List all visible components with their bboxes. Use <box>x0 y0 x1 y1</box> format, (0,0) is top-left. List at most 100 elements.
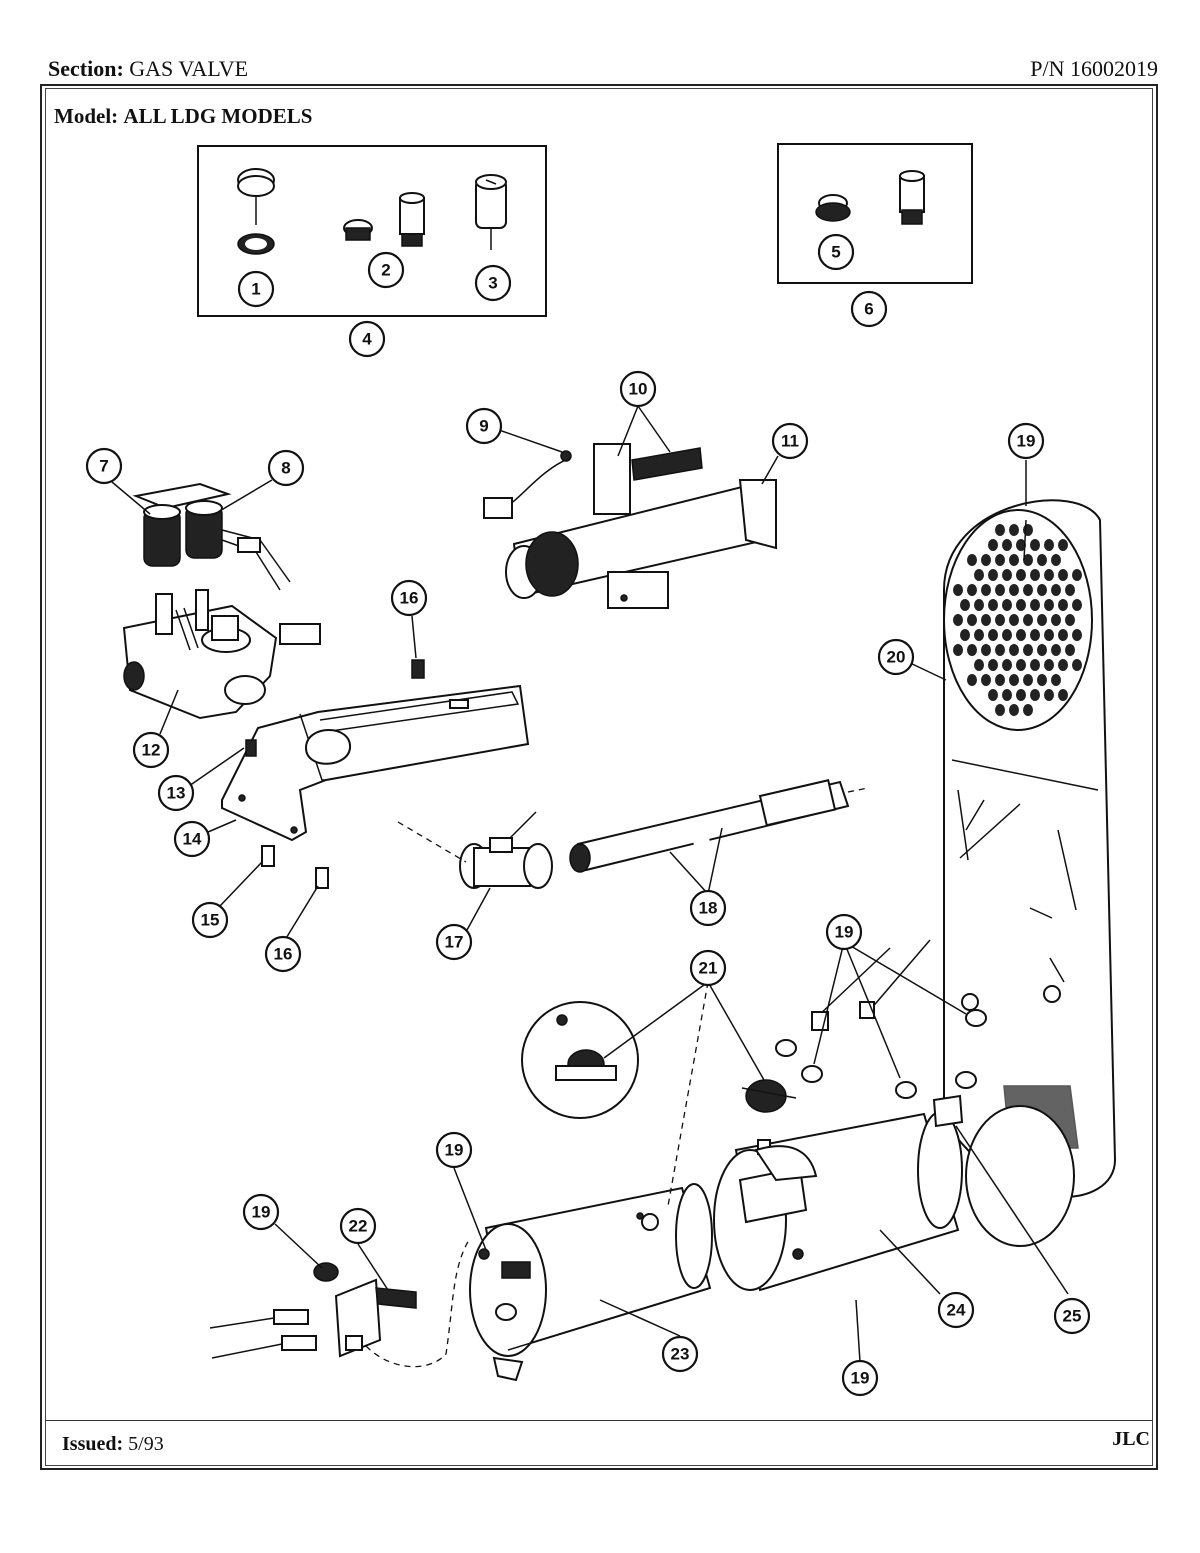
perforation-hole <box>1002 659 1012 671</box>
perforation-hole <box>1023 644 1033 656</box>
flame-sensor <box>741 1039 823 1113</box>
flame-sensor-inset <box>521 1001 639 1119</box>
perforation-hole <box>1016 689 1026 701</box>
perforation-hole <box>995 644 1005 656</box>
footer-divider <box>45 1420 1153 1421</box>
perforation-hole <box>981 554 991 566</box>
perforation-hole <box>1002 599 1012 611</box>
perforation-hole <box>960 629 970 641</box>
perforation-hole <box>981 584 991 596</box>
perforation-hole <box>1037 614 1047 626</box>
perforation-hole <box>1037 674 1047 686</box>
perforation-hole <box>974 569 984 581</box>
svg-text:19: 19 <box>252 1203 271 1222</box>
perforation-hole <box>1023 524 1033 536</box>
perforation-hole <box>988 689 998 701</box>
svg-text:17: 17 <box>445 933 464 952</box>
perforation-hole <box>1016 539 1026 551</box>
perforation-hole <box>1044 689 1054 701</box>
perforation-hole <box>1030 659 1040 671</box>
perforation-hole <box>988 659 998 671</box>
perforation-hole <box>981 644 991 656</box>
model-heading: Model: ALL LDG MODELS <box>54 104 312 129</box>
perforation-hole <box>1030 539 1040 551</box>
svg-text:22: 22 <box>349 1217 368 1236</box>
perforation-hole <box>953 644 963 656</box>
perforation-hole <box>1002 569 1012 581</box>
perforation-hole <box>1058 539 1068 551</box>
heat-shield-perforations <box>953 524 1082 716</box>
perforation-hole <box>1058 659 1068 671</box>
perforation-hole <box>1023 584 1033 596</box>
section-label: Section: <box>48 56 124 81</box>
perforation-hole <box>1016 629 1026 641</box>
perforation-hole <box>1065 614 1075 626</box>
kit-6-box <box>777 143 973 284</box>
svg-text:15: 15 <box>201 911 220 930</box>
callout-13: 13 <box>157 774 195 812</box>
issued-date: Issued: 5/93 <box>62 1433 164 1456</box>
perforation-hole <box>995 674 1005 686</box>
perforation-hole <box>995 584 1005 596</box>
perforation-hole <box>1072 659 1082 671</box>
issued-value: 5/93 <box>128 1433 164 1455</box>
perforation-hole <box>981 674 991 686</box>
svg-text:19: 19 <box>851 1369 870 1388</box>
part-number: P/N 16002019 <box>1030 56 1158 81</box>
callout-17: 17 <box>435 923 473 961</box>
perforation-hole <box>1065 644 1075 656</box>
callout-24: 24 <box>937 1291 975 1329</box>
callout-15: 15 <box>191 901 229 939</box>
perforation-hole <box>1065 584 1075 596</box>
svg-text:7: 7 <box>99 457 108 476</box>
perforation-hole <box>1009 644 1019 656</box>
svg-text:3: 3 <box>488 274 497 293</box>
perforation-hole <box>1058 599 1068 611</box>
callout-12: 12 <box>132 731 170 769</box>
perforation-hole <box>1037 554 1047 566</box>
perforation-hole <box>967 554 977 566</box>
gas-burner-tube <box>569 779 869 873</box>
callout-25: 25 <box>1053 1297 1091 1335</box>
callout-10: 10 <box>619 370 657 408</box>
perforation-hole <box>995 614 1005 626</box>
gas-valve-body <box>122 589 321 720</box>
perforation-hole <box>1009 704 1019 716</box>
perforation-hole <box>974 659 984 671</box>
perforation-hole <box>988 569 998 581</box>
callout-1: 1 <box>237 270 275 308</box>
model-label: Model: <box>54 104 119 128</box>
perforation-hole <box>974 629 984 641</box>
perforation-hole <box>1044 599 1054 611</box>
perforation-hole <box>1023 614 1033 626</box>
perforation-hole <box>953 614 963 626</box>
callout-20: 20 <box>877 638 915 676</box>
svg-text:13: 13 <box>167 784 186 803</box>
perforation-hole <box>1002 689 1012 701</box>
leader-lines <box>111 405 1069 1363</box>
callout-9: 9 <box>465 407 503 445</box>
perforation-hole <box>1044 629 1054 641</box>
perforation-hole <box>988 629 998 641</box>
svg-text:8: 8 <box>281 459 290 478</box>
perforation-hole <box>981 614 991 626</box>
mounting-screws <box>261 659 425 889</box>
svg-text:6: 6 <box>864 300 873 319</box>
perforation-hole <box>1030 629 1040 641</box>
svg-text:4: 4 <box>362 330 372 349</box>
svg-text:16: 16 <box>274 945 293 964</box>
perforation-hole <box>1030 689 1040 701</box>
perforation-hole <box>1023 704 1033 716</box>
section-value: GAS VALVE <box>129 56 249 81</box>
callout-19-chamber: 19 <box>435 1131 473 1169</box>
perforation-hole <box>967 644 977 656</box>
perforation-hole <box>1016 569 1026 581</box>
burner-tube-flange <box>932 1094 1075 1247</box>
perforation-hole <box>953 584 963 596</box>
callout-11: 11 <box>771 422 809 460</box>
svg-text:2: 2 <box>381 261 390 280</box>
svg-text:16: 16 <box>400 589 419 608</box>
perforation-hole <box>1051 584 1061 596</box>
perforation-hole <box>1051 644 1061 656</box>
